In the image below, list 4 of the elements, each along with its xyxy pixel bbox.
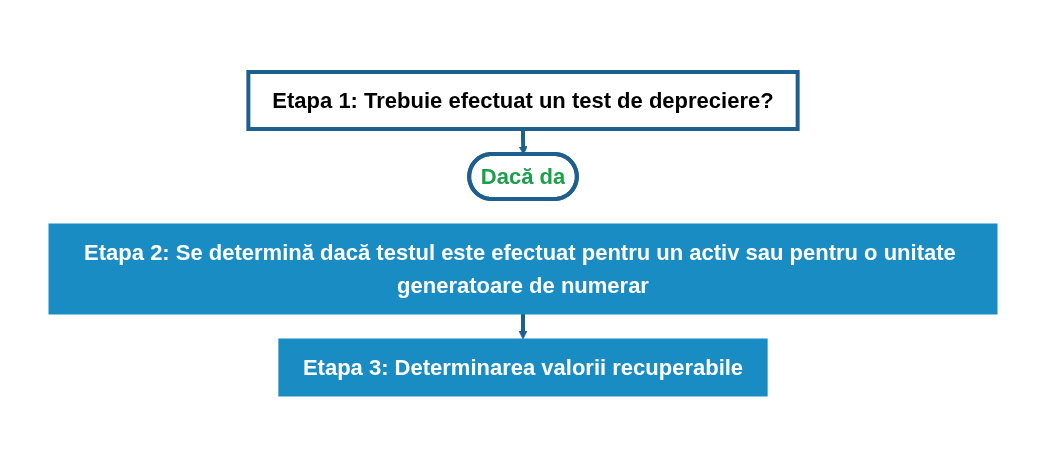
node-box: Etapa 1: Trebuie efectuat un test de depreciere?: [245, 69, 800, 131]
node-box: Etapa 2: Se determină dacă testul este efectuat pentru un activ sau pentru o unitate generatoare de numerar: [48, 223, 997, 314]
arrow: [518, 313, 527, 339]
node-box: Etapa 3: Determinarea valorii recuperabile: [277, 338, 768, 396]
